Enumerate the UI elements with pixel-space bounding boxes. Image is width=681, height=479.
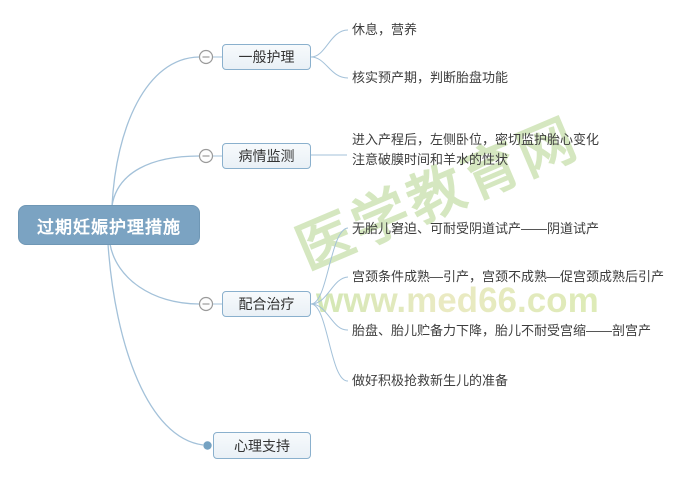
link-root-to-psych-support [107, 243, 204, 446]
leaf-newborn-rescue-prep[interactable]: 做好积极抢救新生儿的准备 [352, 373, 509, 388]
link-cooperate-child-3 [310, 303, 349, 331]
leaf-cesarean-section[interactable]: 胎盘、胎儿贮备力下降，胎儿不耐受宫缩——剖宫产 [352, 323, 652, 338]
link-root-to-condition-monitoring [111, 155, 200, 207]
leaf-labor-monitoring[interactable]: 进入产程后，左侧卧位，密切监护胎心变化 注意破膜时间和羊水的性状 [352, 132, 600, 167]
leaf-rest-nutrition[interactable]: 休息，营养 [352, 22, 418, 37]
leaf-cervix-induction[interactable]: 宫颈条件成熟—引产，宫颈不成熟—促宫颈成熟后引产 [352, 269, 665, 284]
leaf-vaginal-trial-labor[interactable]: 无胎儿窘迫、可耐受阴道试产——阴道试产 [352, 221, 600, 236]
link-cooperate-child-2 [310, 276, 349, 305]
root-node-overdue-pregnancy-care[interactable]: 过期妊娠护理措施 [18, 205, 200, 245]
link-root-to-general-care [111, 56, 200, 207]
link-root-to-cooperate-treatment [109, 243, 200, 305]
link-general-care-child-2 [310, 56, 349, 79]
branch-node-general-care[interactable]: 一般护理 [222, 44, 311, 70]
branch-node-cooperate-treatment[interactable]: 配合治疗 [222, 291, 311, 317]
collapse-minus-icon-condition-monitoring[interactable] [198, 148, 214, 164]
branch-dot-icon-psych-support[interactable] [203, 441, 212, 450]
link-general-care-child-1 [310, 29, 349, 58]
branch-node-psych-support[interactable]: 心理支持 [213, 432, 311, 459]
link-cooperate-child-4 [310, 303, 349, 382]
branch-node-condition-monitoring[interactable]: 病情监测 [222, 143, 311, 169]
leaf-verify-due-date[interactable]: 核实预产期，判断胎盘功能 [352, 70, 509, 85]
link-cooperate-child-1 [310, 227, 349, 305]
collapse-minus-icon-cooperate-treatment[interactable] [198, 296, 214, 312]
collapse-minus-icon-general-care[interactable] [198, 49, 214, 65]
